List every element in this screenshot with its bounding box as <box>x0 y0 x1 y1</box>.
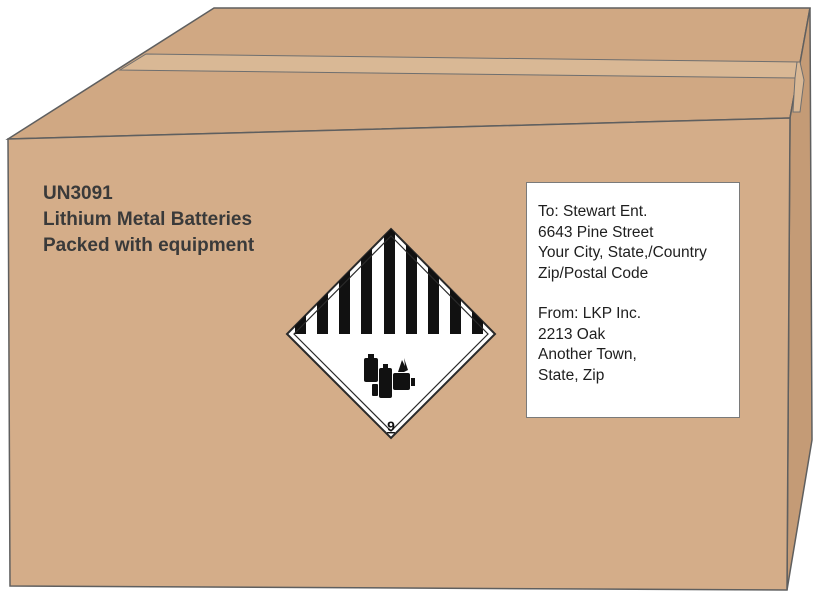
un-marking: UN3091 Lithium Metal Batteries Packed wi… <box>43 181 254 259</box>
address-label: To: Stewart Ent. 6643 Pine Street Your C… <box>526 182 740 418</box>
battery-cells-icon <box>364 354 415 398</box>
from-line-2: 2213 Oak <box>538 325 606 343</box>
from-line-1: From: LKP Inc. <box>538 305 642 322</box>
proper-shipping-name: Lithium Metal Batteries <box>43 209 253 230</box>
to-line-1: To: Stewart Ent. <box>538 203 648 220</box>
to-line-4: Zip/Postal Code <box>538 264 649 282</box>
packing-note: Packed with equipment <box>43 235 255 256</box>
un-number: UN3091 <box>43 183 113 204</box>
address-spacer <box>538 284 739 304</box>
from-line-3: Another Town, <box>538 346 637 363</box>
to-line-2: 6643 Pine Street <box>538 223 654 241</box>
from-line-4: State, Zip <box>538 366 605 384</box>
to-line-3: Your City, State,/Country <box>538 244 707 261</box>
hazard-class-number: 9 <box>387 418 395 434</box>
packing-tape-side <box>792 61 805 113</box>
